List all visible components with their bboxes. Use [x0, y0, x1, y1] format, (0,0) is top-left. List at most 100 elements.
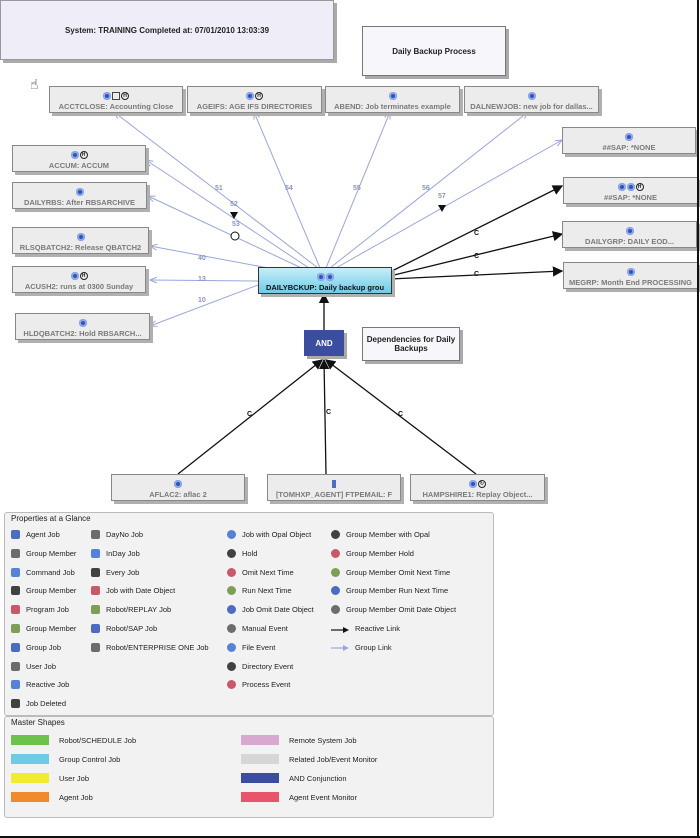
group-job-icon	[11, 642, 20, 652]
hold-icon	[227, 548, 236, 558]
legend-item-label: Group Member Omit Next Time	[346, 567, 451, 577]
hold-icon: H	[79, 272, 88, 280]
job-dalnewjob[interactable]: DALNEWJOB: new job for dallas...	[464, 86, 599, 113]
title-text: Daily Backup Process	[392, 46, 476, 56]
job-aflac2[interactable]: AFLAC2: aflac 2	[111, 474, 245, 501]
job-dailyrbs[interactable]: DAILYRBS: After RBSARCHIVE	[12, 182, 147, 209]
legend-item-label: Job Deleted	[26, 699, 67, 709]
gear-icon	[527, 92, 536, 100]
group-member-icon	[11, 624, 20, 633]
legend-item: Command Job	[11, 567, 75, 577]
group-link	[329, 112, 528, 269]
legend-item: Group Member Run Next Time	[331, 586, 448, 596]
group-job-icon	[316, 273, 325, 281]
hold-icon: H	[79, 151, 88, 159]
user-job-icon	[11, 661, 20, 671]
program-job-icon	[11, 605, 20, 615]
legend-item-label: Process Event	[242, 680, 291, 690]
link-number: 52	[230, 201, 238, 208]
job-megrp[interactable]: MEGRP: Month End PROCESSING	[563, 262, 698, 289]
master-shape-item: Agent Job	[11, 792, 93, 802]
legend-item-label: Job with Date Object	[106, 586, 176, 596]
legend-item: File Event	[227, 642, 275, 652]
master-shape-label: Group Control Job	[59, 754, 121, 764]
legend-item-label: Robot/SAP Job	[106, 624, 158, 633]
link-number: 51	[215, 185, 223, 192]
link-number: 10	[198, 297, 206, 304]
reactive-link	[389, 266, 564, 280]
gear-icon	[625, 133, 633, 141]
master-shape-label: Robot/SCHEDULE Job	[59, 735, 137, 745]
legend-item-label: Run Next Time	[242, 586, 292, 596]
title-note: Daily Backup Process	[362, 26, 506, 76]
group-job-icon	[625, 227, 634, 235]
link-number: 57	[438, 193, 446, 200]
dayno-job-icon	[91, 530, 100, 539]
job-dailybckup-group[interactable]: DAILYBCKUP: Daily backup grou	[258, 267, 392, 294]
and-conjunction[interactable]: AND	[304, 330, 344, 356]
job-acush2[interactable]: H ACUSH2: runs at 0300 Sunday	[12, 266, 146, 293]
legend-item-label: Command Job	[26, 567, 75, 577]
legend-item: Every Job	[91, 567, 139, 577]
job-sap-1[interactable]: ##SAP: *NONE	[562, 127, 696, 154]
reactive-job-icon	[11, 680, 20, 690]
group-link	[114, 112, 319, 269]
legend-item: Reactive Link	[331, 624, 400, 633]
group-member-hold-icon	[331, 548, 340, 558]
gear-icon	[70, 272, 79, 280]
group-job-icon	[626, 268, 635, 276]
legend-item: Robot/ENTERPRISE ONE Job	[91, 642, 209, 652]
frame-border	[697, 0, 699, 838]
color-swatch	[11, 792, 49, 802]
job-hampshire1[interactable]: ↻ HAMPSHIRE1: Replay Object...	[410, 474, 545, 501]
legend-item: Job Omit Date Object	[227, 605, 314, 615]
color-swatch	[11, 735, 49, 745]
group-link	[335, 140, 562, 269]
legend-item: Group Member Hold	[331, 548, 414, 558]
job-hldqbatch2[interactable]: HLDQBATCH2: Hold RBSARCH...	[15, 313, 150, 340]
sap-job-icon	[91, 624, 100, 633]
master-shape-item: Robot/SCHEDULE Job	[11, 735, 136, 745]
job-acctclose[interactable]: H ACCTCLOSE: Accounting Close	[49, 86, 183, 113]
legend-item: Hold	[227, 548, 257, 558]
group-link	[150, 280, 259, 281]
legend-item-label: Group Member	[26, 548, 77, 558]
legend-item: Group Member	[11, 624, 76, 633]
group-member-opal-icon	[331, 530, 340, 539]
legend-item-label: Directory Event	[242, 661, 294, 671]
every-job-icon	[91, 567, 100, 577]
job-sap-2[interactable]: H ##SAP: *NONE	[563, 177, 698, 204]
link-letter: C	[474, 271, 479, 278]
master-shapes-title: Master Shapes	[11, 718, 65, 727]
legend-item-label: Group Link	[355, 642, 392, 652]
link-number: 54	[285, 185, 293, 192]
gear-icon	[617, 183, 626, 191]
group-link-icon	[331, 644, 349, 652]
reactive-link	[177, 359, 324, 475]
legend-item: Group Member with Opal	[331, 530, 430, 539]
legend-item: Job with Opal Object	[227, 530, 311, 539]
link-number: 56	[422, 185, 430, 192]
legend-item-label: Job with Opal Object	[242, 530, 312, 539]
job-ageifs[interactable]: H AGEIFS: AGE IFS DIRECTORIES	[187, 86, 322, 113]
legend-item: Omit Next Time	[227, 567, 294, 577]
reactive-link-icon	[331, 626, 349, 633]
group-member-omit-icon	[331, 567, 340, 577]
gear-icon	[246, 92, 254, 100]
legend-item: Agent Job	[11, 530, 60, 539]
legend-item-label: Robot/REPLAY Job	[106, 605, 172, 615]
gear-icon	[174, 480, 182, 488]
job-accum[interactable]: H ACCUM: ACCUM	[12, 145, 146, 172]
job-ftpemail[interactable]: [TOMHXP_AGENT] FTPEMAIL: F	[267, 474, 401, 501]
link-letter: C	[247, 411, 252, 418]
hold-icon: H	[635, 183, 644, 191]
gear-icon	[103, 92, 111, 100]
legend-item: User Job	[11, 661, 56, 671]
legend-item-label: Job Omit Date Object	[242, 605, 314, 615]
legend-item: Directory Event	[227, 661, 294, 671]
legend-item-label: Group Member	[26, 586, 77, 596]
job-rlsqbatch2[interactable]: RLSQBATCH2: Release QBATCH2	[12, 227, 149, 254]
job-dailygrp[interactable]: DAILYGRP: DAILY EOD...	[562, 221, 697, 248]
job-abend[interactable]: ABEND: Job terminates example	[325, 86, 460, 113]
